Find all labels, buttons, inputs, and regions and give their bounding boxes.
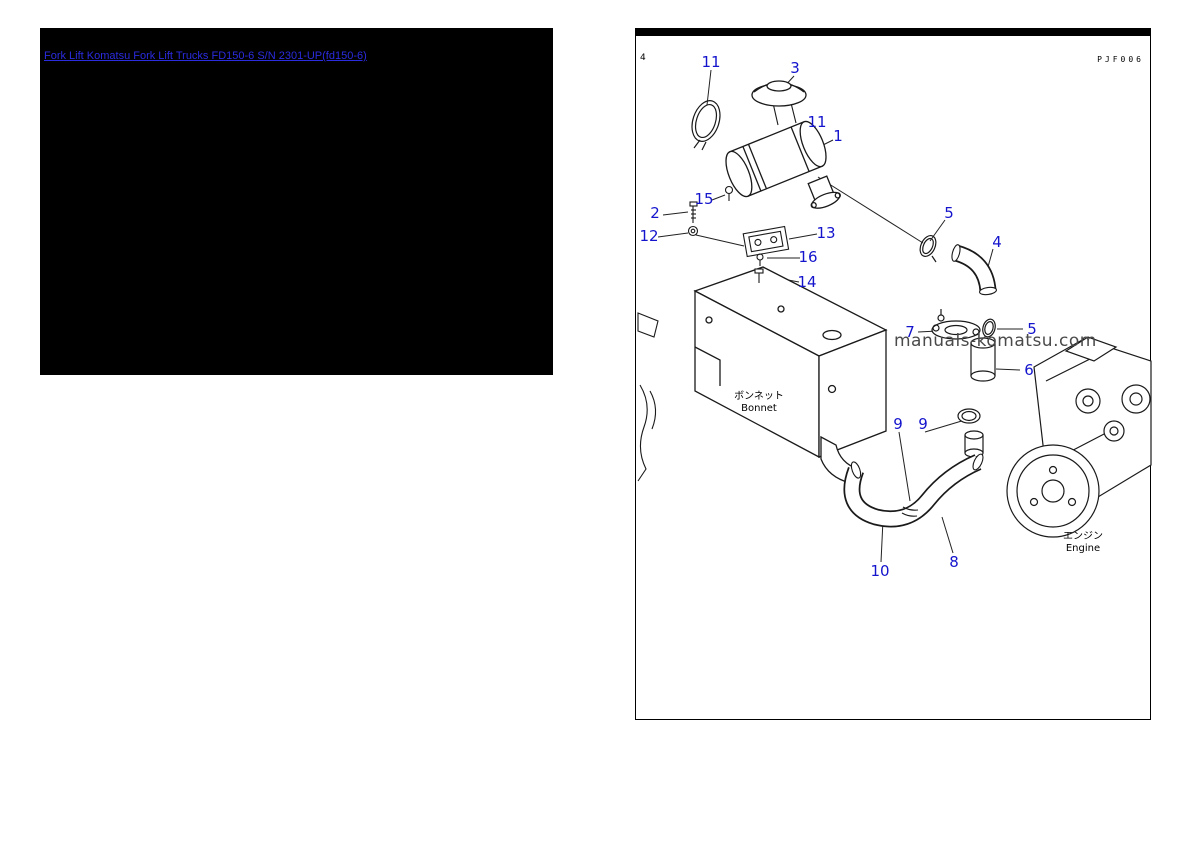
bonnet-label-jp: ボンネット: [734, 391, 784, 402]
breadcrumb-link[interactable]: Fork Lift Komatsu Fork Lift Trucks FD150…: [44, 50, 367, 62]
s-hose: [843, 453, 984, 528]
band-clamp-left: [691, 100, 721, 151]
figure-code: PJF006: [1097, 55, 1144, 64]
engine-label-jp: エンジン: [1063, 531, 1103, 542]
bonnet-label: ボンネット Bonnet: [728, 391, 790, 415]
diagram-panel: 4 PJF006: [635, 28, 1152, 720]
left-machine-fragment: [637, 312, 659, 482]
page-number: 4: [640, 53, 646, 63]
left-black-panel: Fork Lift Komatsu Fork Lift Trucks FD150…: [40, 28, 553, 375]
bonnet-label-en: Bonnet: [741, 403, 777, 414]
flange-connector: [931, 309, 981, 340]
hose-clamp-lower: [982, 318, 996, 338]
mounting-hardware: [687, 185, 790, 283]
engine-assembly: [1006, 336, 1152, 538]
ring-clamp: [957, 408, 984, 458]
parts-diagram-drawing: [637, 69, 1152, 563]
connector-tube: [970, 337, 996, 382]
air-cleaner-body: [725, 102, 841, 209]
engine-label-en: Engine: [1065, 543, 1101, 554]
watermark: manuals-komatsu.com: [894, 331, 1097, 351]
air-cleaner-cap: [751, 80, 807, 107]
elbow-hose: [951, 244, 997, 296]
hose-clamp-upper: [919, 235, 937, 263]
panel-top-bar: [636, 29, 1150, 36]
engine-label: エンジン Engine: [1051, 531, 1115, 555]
bonnet-box: [693, 266, 888, 484]
